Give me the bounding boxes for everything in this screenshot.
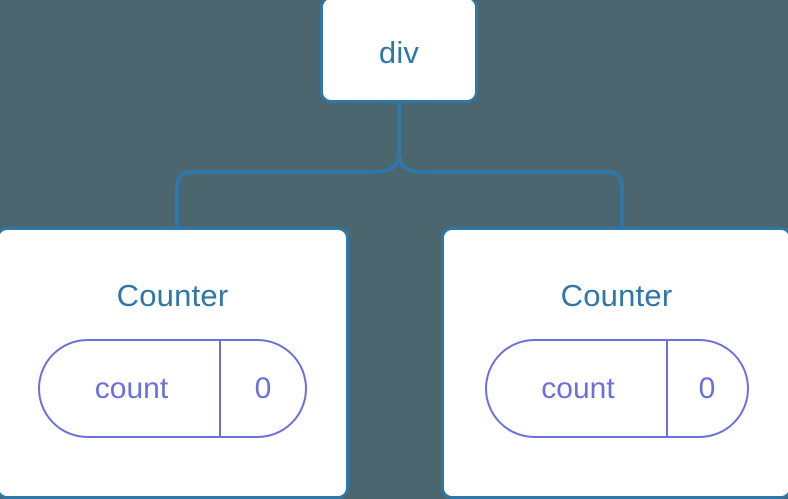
state-value-right: 0 (698, 371, 716, 405)
state-pill-divider-left (219, 341, 221, 436)
connector-branch-left (175, 151, 401, 229)
node-counter-right[interactable]: Counter count 0 (441, 227, 788, 499)
state-key-left: count (94, 371, 169, 405)
node-counter-left[interactable]: Counter count 0 (0, 227, 349, 499)
state-pill-right[interactable]: count 0 (484, 339, 749, 438)
node-counter-left-title: Counter (116, 278, 229, 313)
node-div-label: div (378, 35, 420, 70)
connector-branch-right (397, 151, 624, 229)
state-pill-left[interactable]: count 0 (38, 339, 307, 438)
state-pill-divider-right (665, 341, 668, 436)
node-counter-right-title: Counter (560, 278, 673, 313)
node-div[interactable]: div (320, 0, 478, 103)
state-key-right: count (541, 371, 615, 405)
state-value-left: 0 (254, 371, 272, 405)
